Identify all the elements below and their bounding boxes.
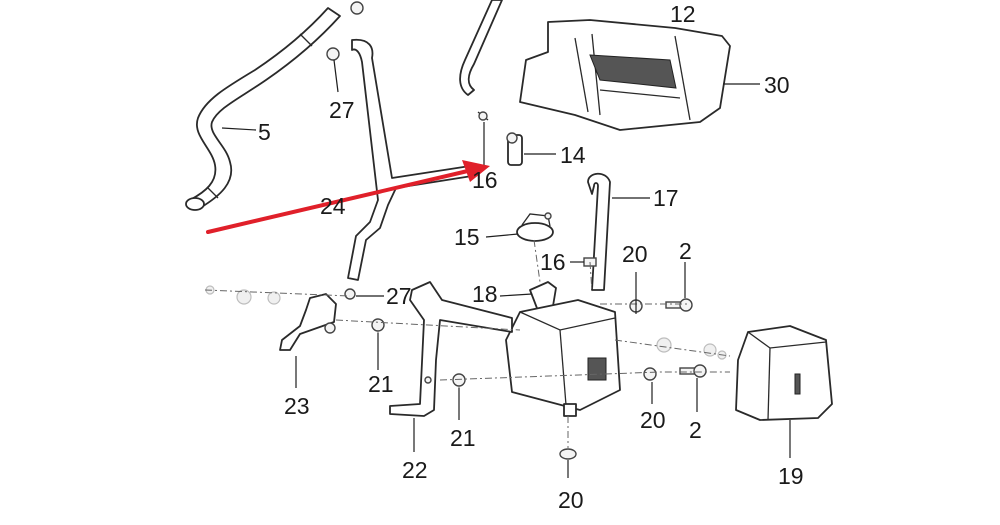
callout-24: 24 (320, 193, 346, 219)
callout-20-bottom: 20 (558, 487, 584, 513)
callout-labels: 12 30 5 27 14 16 24 17 15 20 2 16 18 27 … (258, 1, 804, 513)
hardware (205, 47, 727, 460)
cap-part-15 (516, 212, 554, 242)
callout-27-upper: 27 (329, 97, 355, 123)
callout-20-middle: 20 (640, 407, 666, 433)
callout-19: 19 (778, 463, 804, 489)
tube-part-17 (587, 172, 611, 291)
callout-17: 17 (653, 185, 679, 211)
filler-hose (459, 0, 523, 166)
highlight-arrow (206, 160, 490, 234)
callout-15: 15 (454, 224, 480, 250)
callout-21-left: 21 (368, 371, 394, 397)
bracket-part-22 (389, 281, 513, 417)
callout-2-lower: 2 (689, 417, 702, 443)
callout-2-upper: 2 (679, 238, 692, 264)
tube-part-24 (347, 38, 473, 281)
bracket-part-23 (279, 293, 337, 351)
callout-16-upper: 16 (472, 167, 498, 193)
callout-5: 5 (258, 119, 271, 145)
callout-27-lower: 27 (386, 283, 412, 309)
callout-21-right: 21 (450, 425, 476, 451)
cover-part-19 (735, 325, 833, 421)
callout-23: 23 (284, 393, 310, 419)
callout-20-upper: 20 (622, 241, 648, 267)
callout-14: 14 (560, 142, 586, 168)
callout-12: 12 (670, 1, 696, 27)
leader-lines (221, 59, 791, 478)
tank-part-18 (505, 281, 621, 417)
callout-22: 22 (402, 457, 428, 483)
cover-part-12 (519, 19, 731, 131)
callout-18: 18 (472, 281, 498, 307)
callout-16-lower: 16 (540, 249, 566, 275)
hose-part-5 (185, 1, 364, 211)
callout-30: 30 (764, 72, 790, 98)
